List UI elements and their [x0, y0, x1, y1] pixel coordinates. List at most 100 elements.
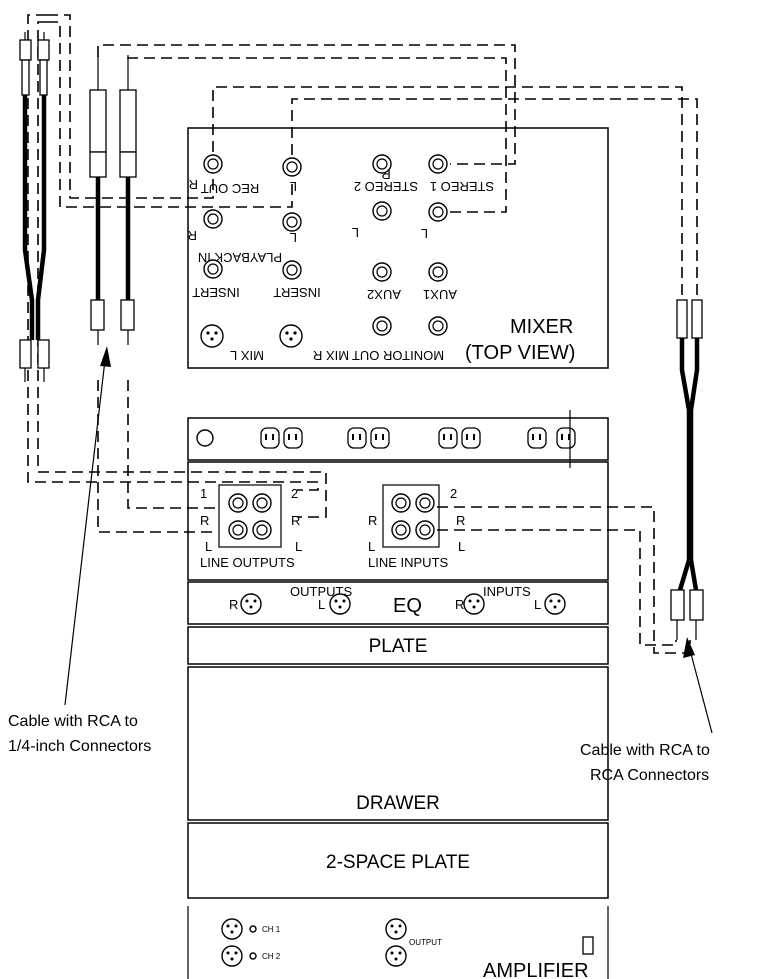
line-out-l1: L — [205, 539, 212, 554]
eq-label: EQ — [393, 595, 422, 617]
amp-ch1-xlr-jack[interactable] — [221, 918, 243, 940]
aux1-jack[interactable] — [428, 262, 448, 282]
rca-cable-left — [19, 32, 50, 382]
outlet-icon — [283, 427, 303, 449]
line-out-2-r-jack[interactable] — [252, 493, 272, 513]
callout-rca-quarter-line1: Cable with RCA to — [8, 713, 138, 730]
line-in-1-l-jack[interactable] — [391, 520, 411, 540]
outlet-icon — [347, 427, 367, 449]
stereo1-r-jack[interactable] — [428, 154, 448, 174]
stereo1-label: STEREO 1 — [430, 179, 494, 194]
amp-ch2-label: CH 2 — [262, 952, 281, 961]
rec-out-r-jack[interactable] — [203, 154, 223, 174]
line-in-num2: 2 — [450, 486, 457, 501]
line-in-r1: R — [368, 513, 377, 528]
mixer-title: MIXER — [510, 316, 573, 338]
line-in-l2: L — [458, 539, 465, 554]
stereo2-r-jack[interactable] — [372, 154, 392, 174]
stereo2-l-jack[interactable] — [372, 201, 392, 221]
eq-panel: OUTPUTS INPUTS R L R L EQ — [187, 581, 609, 625]
line-out-1-l-jack[interactable] — [228, 520, 248, 540]
line-out-r1: R — [200, 513, 209, 528]
line-in-r2: R — [456, 513, 465, 528]
arrow-head-icon — [683, 637, 695, 658]
insert-left-label: INSERT — [192, 285, 239, 300]
eq-in-l-xlr-jack[interactable] — [544, 593, 566, 615]
line-out-1-r-jack[interactable] — [228, 493, 248, 513]
aux2-jack[interactable] — [372, 262, 392, 282]
eq-in-r-label: R — [455, 597, 464, 612]
eq-out-r-xlr-jack[interactable] — [240, 593, 262, 615]
rec-out-r-label: R — [189, 177, 198, 192]
outlet-icon — [461, 427, 481, 449]
amp-output-xlr-jack[interactable] — [385, 918, 407, 940]
monitor-out-right-jack[interactable] — [428, 316, 448, 336]
line-io-panel: 1 2 R R L L LINE OUTPUTS 2 R R L L LINE … — [187, 461, 609, 581]
amp-power-switch-icon[interactable] — [582, 936, 594, 955]
playback-l-label: L — [290, 230, 297, 245]
two-space-plate-panel: 2-SPACE PLATE — [187, 822, 609, 899]
stereo2-label: STEREO 2 — [354, 179, 418, 194]
rec-out-l-label: L — [290, 179, 297, 194]
stereo-l-label: L — [352, 225, 359, 240]
line-in-1-r-jack[interactable] — [391, 493, 411, 513]
playback-r-jack[interactable] — [203, 209, 223, 229]
mixer-subtitle: (TOP VIEW) — [465, 342, 575, 364]
insert-right-label: INSERT — [273, 285, 320, 300]
line-in-2-r-jack[interactable] — [415, 493, 435, 513]
amp-output2-xlr-jack[interactable] — [385, 945, 407, 967]
stereo1-l-jack[interactable] — [428, 202, 448, 222]
outlet-icon — [370, 427, 390, 449]
outlet-icon — [260, 427, 280, 449]
amplifier-panel: CH 1 CH 2 OUTPUT AMPLIFIER — [187, 906, 609, 979]
mix-r-label: MIX R — [313, 348, 349, 363]
aux2-label: AUX2 — [367, 287, 401, 302]
rca-cable-right — [670, 299, 704, 640]
mix-l-xlr-jack[interactable] — [200, 324, 224, 348]
eq-inputs-label: INPUTS — [483, 584, 531, 599]
arrow-head-icon — [100, 346, 111, 367]
power-switch-icon[interactable] — [196, 429, 214, 447]
eq-out-r-label: R — [229, 597, 238, 612]
plate-panel: PLATE — [187, 626, 609, 665]
two-space-plate-label: 2-SPACE PLATE — [326, 852, 470, 873]
line-out-2-l-jack[interactable] — [252, 520, 272, 540]
eq-in-r-xlr-jack[interactable] — [463, 593, 485, 615]
monitor-out-label: MONITOR OUT — [352, 348, 444, 363]
mix-l-label: MIX L — [230, 348, 264, 363]
mix-r-xlr-jack[interactable] — [279, 324, 303, 348]
rec-out-label: REC OUT — [201, 181, 260, 196]
line-in-2-l-jack[interactable] — [415, 520, 435, 540]
line-inputs-label: LINE INPUTS — [368, 555, 449, 570]
line-out-r2: R — [291, 513, 300, 528]
amp-output-label: OUTPUT — [409, 938, 442, 947]
ch2-led-icon — [249, 952, 257, 960]
amp-ch2-xlr-jack[interactable] — [221, 945, 243, 967]
insert-right-jack[interactable] — [282, 260, 302, 280]
rec-out-l-jack[interactable] — [282, 157, 302, 177]
playback-r-label: R — [188, 228, 197, 243]
outlet-icon — [556, 427, 576, 449]
ch1-led-icon — [249, 925, 257, 933]
line-out-num2: 2 — [291, 486, 298, 501]
insert-left-jack[interactable] — [203, 259, 223, 279]
line-out-l2: L — [295, 539, 302, 554]
eq-in-l-label: L — [534, 597, 541, 612]
eq-out-l-xlr-jack[interactable] — [329, 593, 351, 615]
eq-out-l-label: L — [318, 597, 325, 612]
playback-l-jack[interactable] — [282, 212, 302, 232]
mixer-jacks — [200, 154, 448, 348]
amp-ch1-label: CH 1 — [262, 925, 281, 934]
monitor-out-left-jack[interactable] — [372, 316, 392, 336]
callout-rca-quarter-line2: 1/4-inch Connectors — [8, 738, 151, 755]
aux1-label: AUX1 — [423, 287, 457, 302]
power-strip — [187, 417, 609, 461]
stereo1-l-label: L — [421, 226, 428, 241]
callout-arrows — [64, 346, 713, 734]
line-out-num1: 1 — [200, 486, 207, 501]
plate-label: PLATE — [369, 636, 428, 657]
line-outputs-label: LINE OUTPUTS — [200, 555, 295, 570]
line-in-l1: L — [368, 539, 375, 554]
outlet-icon — [438, 427, 458, 449]
